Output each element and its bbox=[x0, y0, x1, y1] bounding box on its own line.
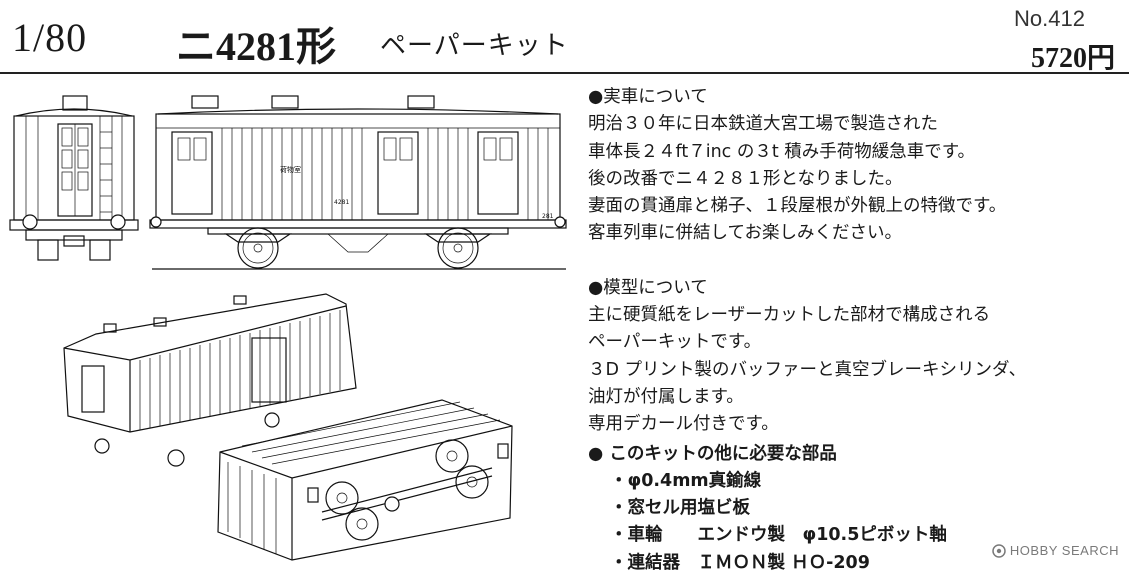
model-info-heading: ●模型について bbox=[588, 277, 708, 298]
required-part-item: ・φ0.4mm真鍮線 bbox=[610, 470, 762, 491]
side-view-drawing: 荷物室 4281 281 bbox=[149, 95, 567, 270]
isometric-body-drawing bbox=[63, 293, 357, 467]
model-info-line: 専用デカール付きです。 bbox=[588, 414, 779, 435]
end-view-drawing bbox=[9, 95, 139, 261]
real-car-line: 客車列車に併結してお楽しみください。 bbox=[588, 223, 902, 244]
kit-type: ペーパーキット bbox=[380, 31, 569, 61]
side-number-label: 4281 bbox=[334, 199, 349, 206]
end-number-label: 281 bbox=[542, 213, 554, 220]
model-info-line: ３D プリント製のバッファーと真空ブレーキシリンダ、 bbox=[588, 359, 1027, 380]
catalog-number: No.412 bbox=[1014, 6, 1085, 31]
required-parts-heading: ● このキットの他に必要な部品 bbox=[588, 443, 837, 464]
real-car-line: 明治３０年に日本鉄道大宮工場で製造された bbox=[588, 114, 938, 135]
hobby-search-logo-icon bbox=[992, 543, 1006, 558]
header-divider bbox=[0, 72, 1129, 74]
model-title: ニ4281形 bbox=[176, 24, 336, 69]
compartment-label: 荷物室 bbox=[280, 165, 301, 174]
model-info-line: 油灯が付属します。 bbox=[588, 386, 744, 407]
real-car-line: 妻面の貫通扉と梯子、１段屋根が外観上の特徴です。 bbox=[588, 196, 1007, 217]
watermark-text: HOBBY SEARCH bbox=[1009, 543, 1119, 558]
model-info-line: ペーパーキットです。 bbox=[588, 332, 762, 353]
real-car-line: 後の改番でニ４２８１形となりました。 bbox=[588, 168, 903, 189]
section-spacer bbox=[588, 248, 1118, 275]
real-car-heading: ●実車について bbox=[588, 87, 708, 107]
price: 5720円 bbox=[1030, 43, 1115, 74]
description-panel: ●実車について 明治３０年に日本鉄道大宮工場で製造された 車体長２４ft７inc… bbox=[588, 84, 1118, 577]
model-info-line: 主に硬質紙をレーザーカットした部材で構成される bbox=[588, 305, 991, 326]
scale-label: 1/80 bbox=[12, 15, 88, 60]
real-car-line: 車体長２４ft７inc の３t 積み手荷物緩急車です。 bbox=[588, 141, 976, 162]
isometric-underframe-drawing bbox=[217, 399, 513, 561]
watermark: HOBBY SEARCH bbox=[992, 543, 1119, 558]
required-part-item: ・窓セル用塩ビ板 bbox=[610, 498, 750, 519]
required-part-item: ・車輪 エンドウ製 φ10.5ピボット軸 bbox=[610, 525, 947, 546]
